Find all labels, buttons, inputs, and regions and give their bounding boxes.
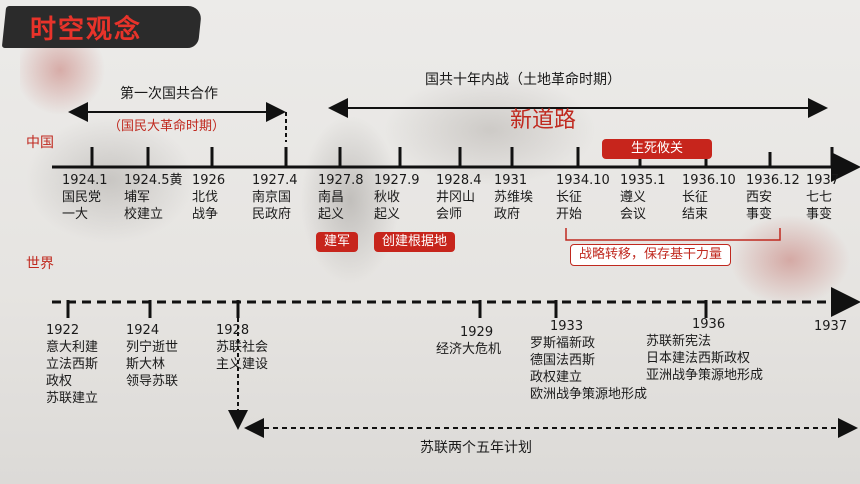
china-event: 1924.5黄埔军 校建立 bbox=[124, 173, 183, 222]
new-road-label: 新道路 bbox=[510, 108, 577, 133]
world-event: 1937 bbox=[814, 319, 848, 334]
life-death-badge: 生死攸关 bbox=[602, 139, 712, 159]
china-label: 中国 bbox=[26, 135, 54, 151]
strategic-bracket bbox=[565, 228, 781, 241]
china-ticks bbox=[90, 147, 834, 167]
period1-title: 第一次国共合作 bbox=[120, 86, 218, 102]
strategic-transfer-badge: 战略转移，保存基干力量 bbox=[570, 244, 732, 266]
world-label: 世界 bbox=[26, 256, 54, 272]
period2-title: 国共十年内战（土地革命时期） bbox=[425, 72, 621, 88]
background-painting bbox=[20, 40, 600, 340]
five-year-plan-label: 苏联两个五年计划 bbox=[420, 440, 532, 456]
genjudi-badge: 创建根据地 bbox=[374, 232, 456, 252]
world-ticks bbox=[66, 300, 708, 318]
jianjun-badge: 建军 bbox=[316, 232, 359, 252]
page-title: 时空观念 bbox=[30, 15, 143, 45]
period1-subtitle: （国民大革命时期） bbox=[108, 119, 226, 134]
